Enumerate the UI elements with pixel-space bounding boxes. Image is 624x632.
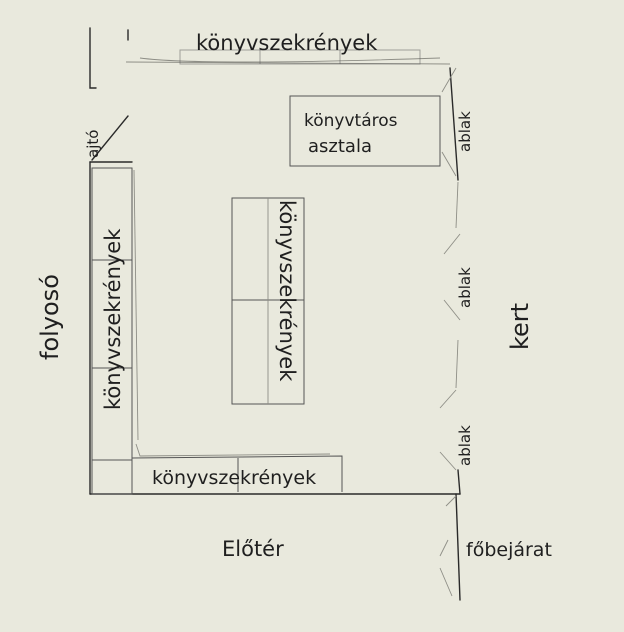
garden-label: kert bbox=[506, 303, 534, 350]
door: ajtó bbox=[84, 115, 129, 161]
window-bottom: ablak bbox=[439, 389, 474, 471]
librarian-desk-label-line2: asztala bbox=[308, 136, 372, 157]
top-shelves-label: könyvszekrények bbox=[196, 31, 378, 55]
left-shelves-label: könyvszekrények bbox=[101, 228, 125, 410]
center-shelves: könyvszekrények bbox=[231, 197, 305, 405]
lobby-label: Előtér bbox=[222, 537, 284, 561]
bottom-shelves-label: könyvszekrények bbox=[152, 467, 316, 489]
window-bottom-label: ablak bbox=[456, 425, 474, 466]
main-entrance-label: főbejárat bbox=[466, 539, 552, 561]
librarian-desk-label-line1: könyvtáros bbox=[304, 111, 398, 131]
main-entrance: főbejárat bbox=[439, 493, 552, 601]
window-middle: ablak bbox=[443, 233, 474, 321]
corridor-label: folyosó bbox=[36, 274, 64, 360]
window-top-label: ablak bbox=[456, 111, 474, 152]
door-label: ajtó bbox=[84, 130, 102, 158]
window-middle-label: ablak bbox=[456, 267, 474, 308]
librarian-desk: könyvtáros asztala bbox=[289, 95, 441, 167]
left-shelves: könyvszekrények bbox=[89, 161, 139, 495]
window-top: ablak bbox=[441, 67, 474, 177]
bottom-shelves: könyvszekrények bbox=[131, 443, 343, 492]
center-shelves-label: könyvszekrények bbox=[275, 200, 299, 382]
right-wall bbox=[449, 67, 461, 495]
bottom-wall bbox=[89, 459, 461, 495]
top-shelves: könyvszekrények bbox=[179, 31, 421, 65]
